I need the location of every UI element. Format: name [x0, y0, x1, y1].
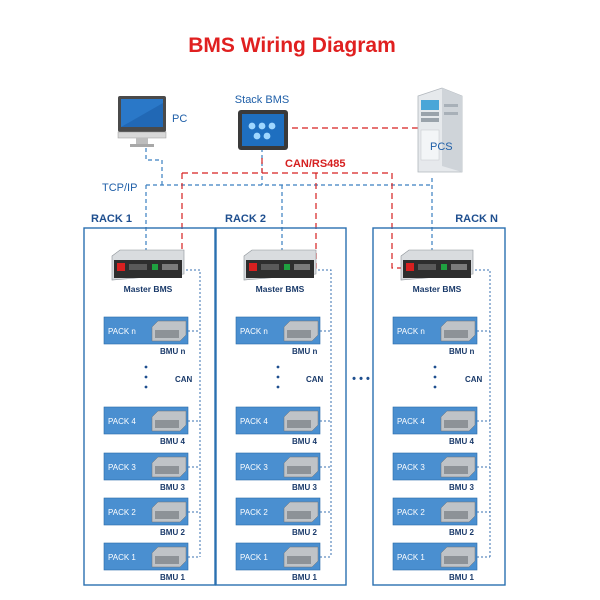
can-label: CAN	[175, 375, 193, 384]
rack-label: RACK 2	[225, 213, 266, 225]
pack-label: PACK 3	[240, 463, 268, 472]
rack-1: RACK 1 Master BMS CAN PACK n BMU n PACK 4 BMU …	[83, 213, 216, 586]
rack-label: RACK N	[455, 213, 498, 225]
bmu-module-icon	[151, 320, 187, 342]
racks-group: RACK 1 Master BMS CAN PACK n BMU n PACK 4 BMU …	[83, 213, 506, 586]
bmu-label: BMU n	[292, 347, 317, 356]
bmu-module-icon	[440, 410, 476, 432]
can-label: CAN	[465, 375, 483, 384]
rack-frame	[372, 227, 506, 586]
bmu-module-icon	[440, 501, 476, 523]
bmu-label: BMU 2	[449, 528, 474, 537]
pack-row: PACK 3 BMU 3	[235, 452, 331, 492]
bmu-module-icon	[440, 546, 476, 568]
bmu-label: BMU 3	[449, 483, 474, 492]
more-packs-ellipsis	[144, 365, 148, 389]
pack-row: PACK n BMU n	[235, 316, 331, 356]
can-rs485-label: CAN/RS485	[285, 158, 346, 170]
can-bus-line	[318, 269, 332, 557]
bmu-label: BMU 4	[449, 437, 474, 446]
pack-row: PACK n BMU n	[392, 316, 490, 356]
pack-row: PACK 1 BMU 1	[103, 542, 200, 582]
master-bms-icon	[111, 249, 185, 281]
bmu-module-icon	[151, 501, 187, 523]
more-packs-ellipsis	[433, 365, 437, 389]
pack-row: PACK 2 BMU 2	[392, 497, 490, 537]
bmu-module-icon	[440, 456, 476, 478]
stack-bms-label: Stack BMS	[235, 94, 289, 106]
can-bus-line	[475, 269, 491, 557]
can-label: CAN	[306, 375, 324, 384]
master-bms-label: Master BMS	[413, 284, 462, 294]
pack-row: PACK 3 BMU 3	[103, 452, 200, 492]
pack-label: PACK 1	[108, 553, 136, 562]
bmu-label: BMU n	[449, 347, 474, 356]
bmu-module-icon	[440, 320, 476, 342]
bmu-module-icon	[283, 320, 319, 342]
pack-label: PACK 4	[108, 417, 136, 426]
pack-label: PACK 4	[240, 417, 268, 426]
pack-label: PACK 1	[397, 553, 425, 562]
pack-row: PACK 2 BMU 2	[103, 497, 200, 537]
pack-label: PACK 3	[397, 463, 425, 472]
bmu-label: BMU 1	[292, 573, 317, 582]
pack-label: PACK 2	[240, 508, 268, 517]
master-bms-label: Master BMS	[256, 284, 305, 294]
pack-label: PACK 4	[397, 417, 425, 426]
bmu-label: BMU 1	[449, 573, 474, 582]
pack-label: PACK 3	[108, 463, 136, 472]
can-rs485-lines	[174, 127, 418, 269]
rack-label: RACK 1	[91, 213, 132, 225]
bmu-module-icon	[283, 410, 319, 432]
rack-frame	[215, 227, 347, 586]
pack-row: PACK 4 BMU 4	[235, 406, 331, 446]
bmu-module-icon	[151, 456, 187, 478]
can-bus-line	[186, 269, 201, 557]
pack-label: PACK n	[108, 327, 136, 336]
tcp-ip-network-lines	[145, 148, 433, 250]
pack-label: PACK n	[240, 327, 268, 336]
bmu-label: BMU 1	[160, 573, 185, 582]
more-packs-ellipsis	[276, 365, 280, 389]
stack-bms-touchscreen-icon	[238, 110, 288, 150]
master-bms-label: Master BMS	[124, 284, 173, 294]
pcs-cabinet-icon	[417, 87, 463, 173]
master-bms-icon	[243, 249, 317, 281]
pack-label: PACK 2	[108, 508, 136, 517]
more-racks-ellipsis: • • •	[352, 373, 370, 385]
bmu-label: BMU n	[160, 347, 185, 356]
bmu-label: BMU 2	[292, 528, 317, 537]
pack-row: PACK 1 BMU 1	[235, 542, 331, 582]
pack-label: PACK 2	[397, 508, 425, 517]
pack-row: PACK 2 BMU 2	[235, 497, 331, 537]
pc-label: PC	[172, 113, 187, 125]
rack-2: RACK 2 Master BMS CAN PACK n BMU n PACK 4 BMU …	[215, 213, 347, 586]
tcp-ip-label: TCP/IP	[102, 182, 137, 194]
pack-row: PACK n BMU n	[103, 316, 200, 356]
pack-label: PACK n	[397, 327, 425, 336]
rack-3: RACK N Master BMS CAN PACK n BMU n PACK 4 BMU …	[372, 213, 506, 586]
bmu-label: BMU 3	[160, 483, 185, 492]
rack-frame	[83, 227, 216, 586]
bmu-module-icon	[283, 456, 319, 478]
pc-monitor-icon	[117, 96, 167, 147]
pcs-label: PCS	[430, 141, 453, 153]
bmu-label: BMU 3	[292, 483, 317, 492]
bmu-module-icon	[151, 546, 187, 568]
pack-row: PACK 4 BMU 4	[103, 406, 200, 446]
pack-row: PACK 3 BMU 3	[392, 452, 490, 492]
bmu-module-icon	[283, 546, 319, 568]
pack-row: PACK 4 BMU 4	[392, 406, 490, 446]
pack-row: PACK 1 BMU 1	[392, 542, 490, 582]
bmu-label: BMU 4	[160, 437, 185, 446]
master-bms-icon	[400, 249, 474, 281]
diagram-title: BMS Wiring Diagram	[188, 34, 396, 57]
pack-label: PACK 1	[240, 553, 268, 562]
bmu-label: BMU 4	[292, 437, 317, 446]
bmu-module-icon	[151, 410, 187, 432]
bmu-module-icon	[283, 501, 319, 523]
bmu-label: BMU 2	[160, 528, 185, 537]
